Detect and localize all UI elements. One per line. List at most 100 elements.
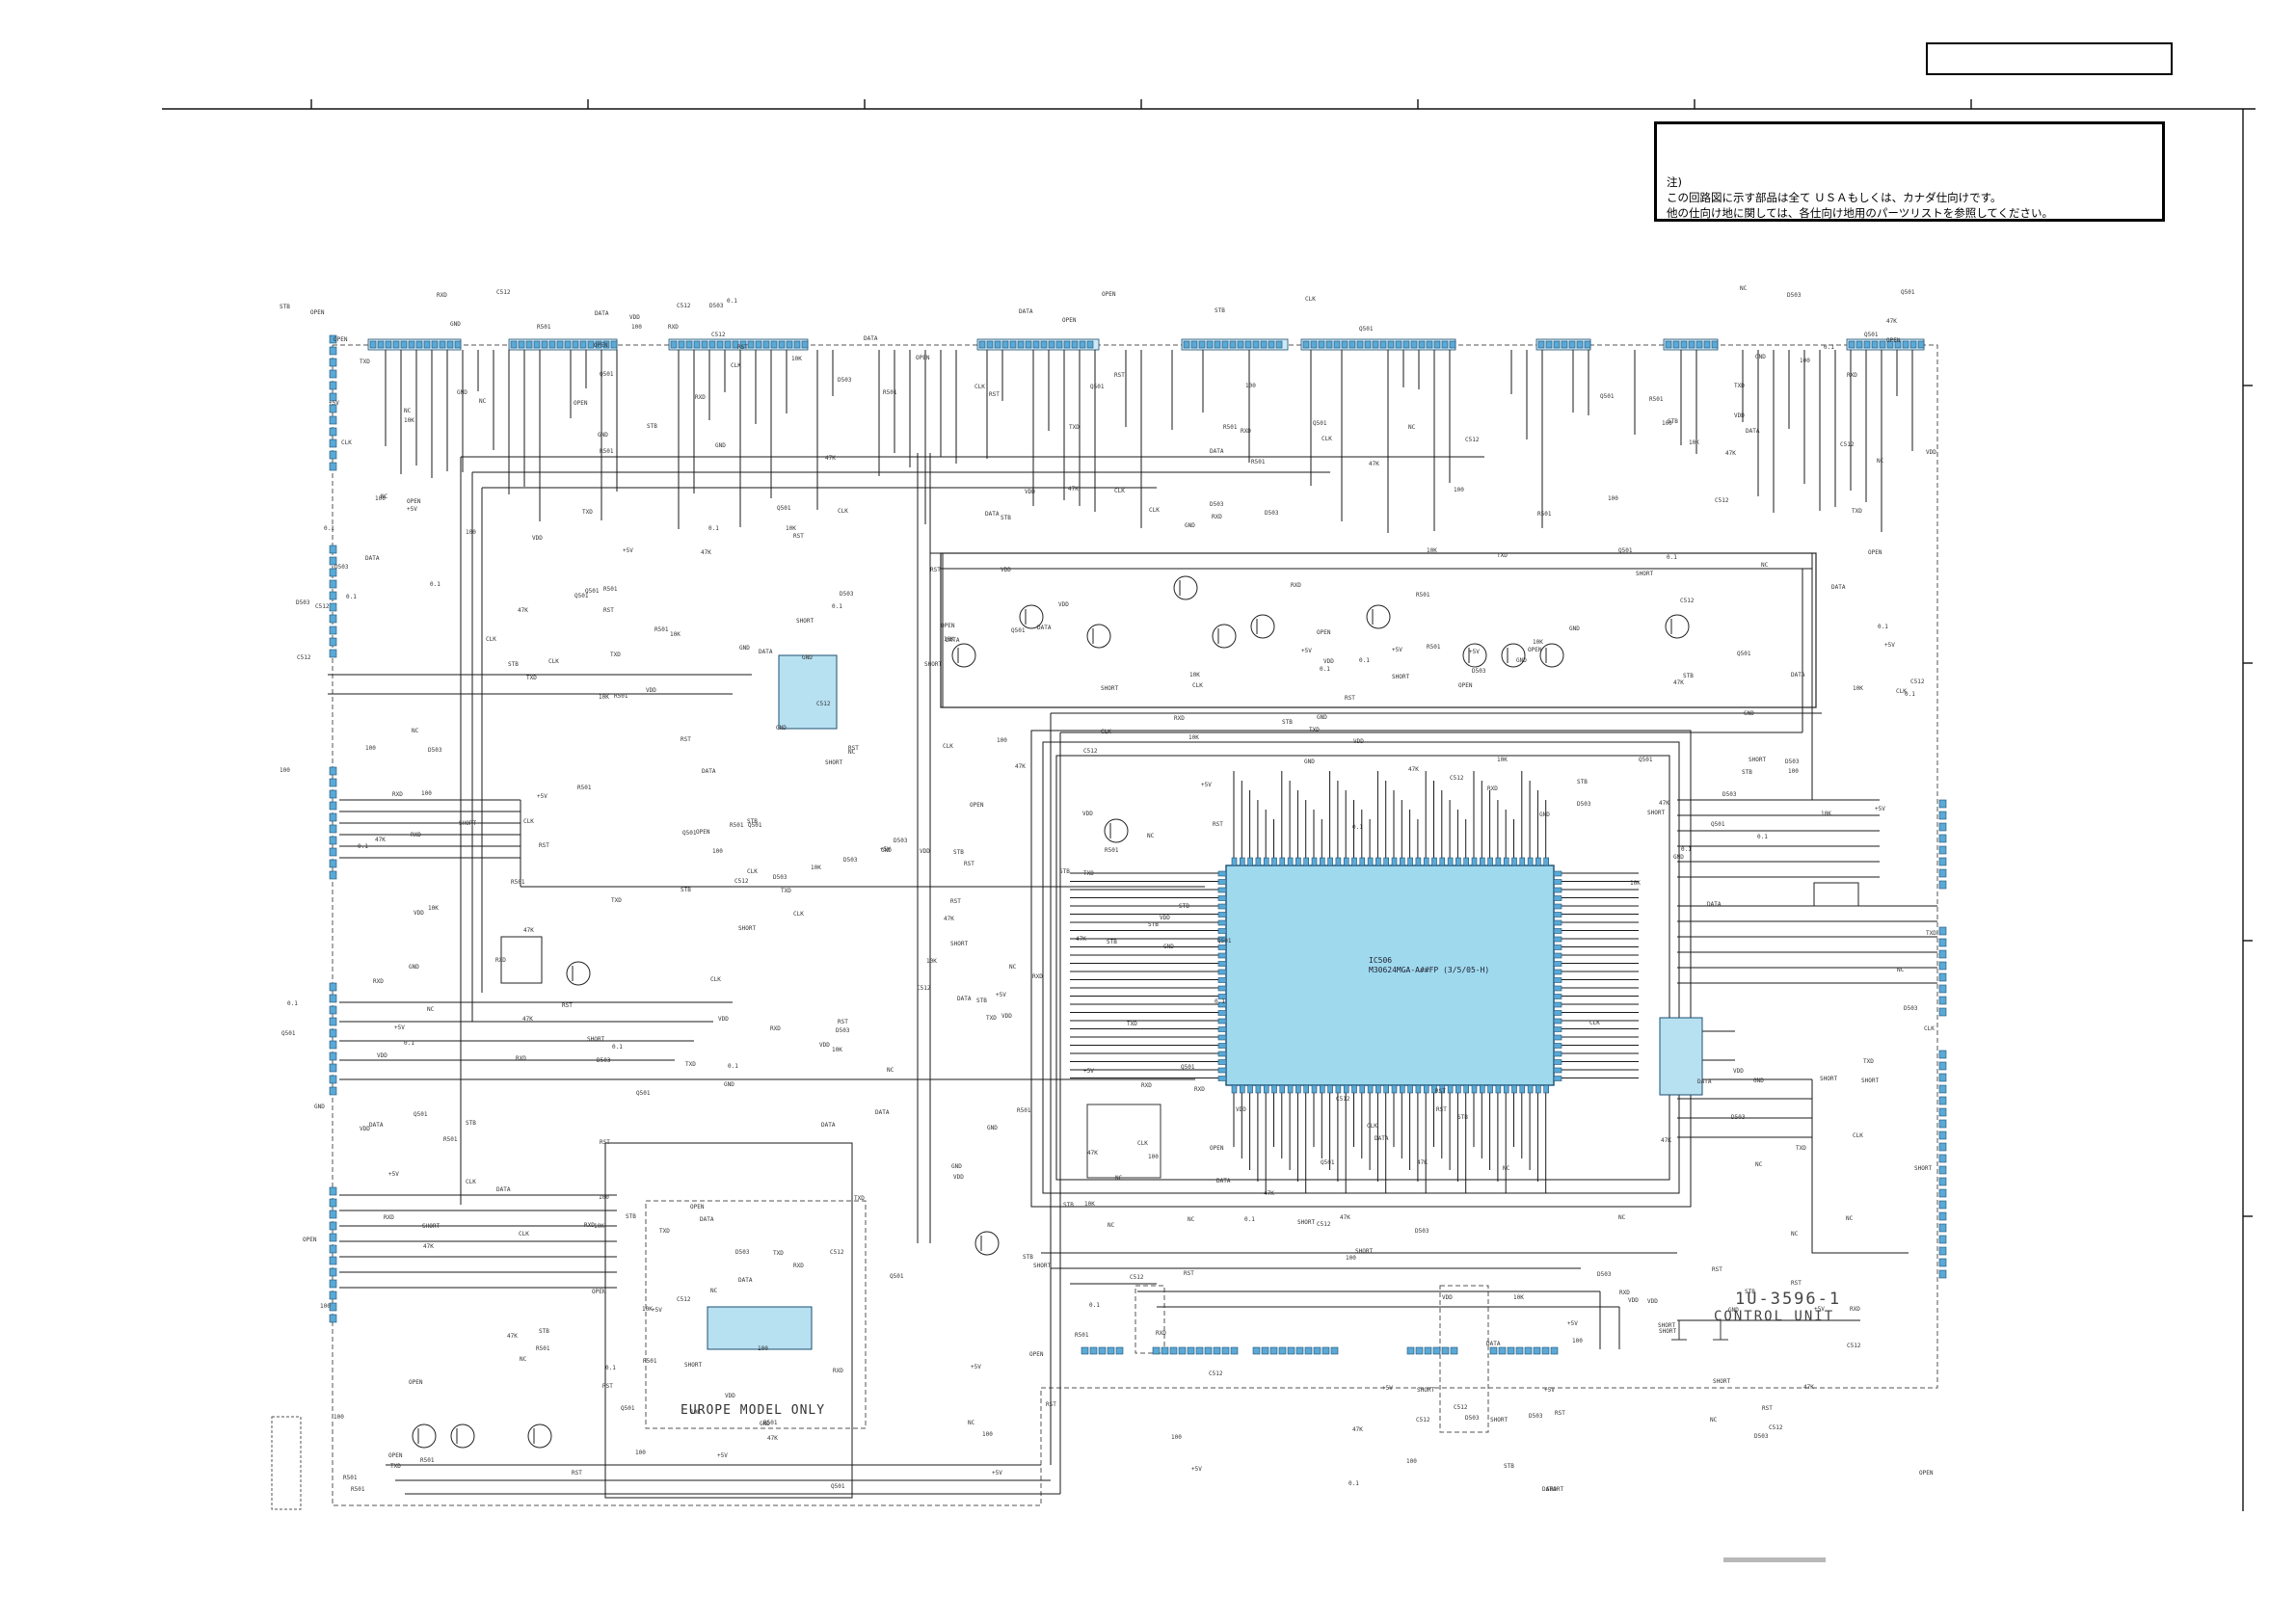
svg-text:NC: NC: [412, 728, 419, 734]
svg-text:C512: C512: [315, 603, 330, 610]
svg-text:47K: 47K: [1068, 486, 1079, 492]
svg-text:47K: 47K: [1087, 1150, 1098, 1157]
svg-text:TXD: TXD: [582, 509, 593, 516]
svg-text:100: 100: [997, 737, 1007, 744]
svg-text:RXD: RXD: [1241, 428, 1251, 435]
svg-text:10K: 10K: [791, 356, 802, 362]
svg-text:47K: 47K: [701, 549, 711, 556]
svg-text:NC: NC: [404, 408, 412, 414]
svg-text:CLK: CLK: [943, 743, 953, 750]
svg-text:NC: NC: [1740, 285, 1748, 292]
svg-text:VDD: VDD: [377, 1052, 387, 1059]
svg-text:SHORT: SHORT: [459, 820, 476, 827]
svg-text:CLK: CLK: [519, 1231, 529, 1237]
svg-text:VDD: VDD: [1025, 489, 1035, 495]
bottom-connector-pins: [1081, 1347, 1558, 1354]
svg-text:NC: NC: [1791, 1231, 1799, 1237]
svg-text:GND: GND: [457, 389, 467, 396]
svg-text:100: 100: [758, 1345, 768, 1352]
svg-text:CLK: CLK: [974, 384, 985, 390]
svg-text:DATA: DATA: [702, 768, 716, 775]
svg-text:R501: R501: [654, 626, 669, 633]
svg-text:NC: NC: [1503, 1165, 1510, 1172]
svg-text:10K: 10K: [944, 636, 954, 643]
svg-text:D503: D503: [840, 591, 854, 598]
svg-text:+5V: +5V: [1191, 1466, 1202, 1473]
svg-text:D503: D503: [843, 857, 858, 864]
svg-text:D503: D503: [1904, 1005, 1918, 1012]
svg-text:TXD: TXD: [610, 652, 621, 658]
svg-text:OPEN: OPEN: [916, 355, 930, 361]
svg-text:R501: R501: [1105, 847, 1119, 854]
svg-text:RXD: RXD: [1174, 715, 1185, 722]
svg-text:STB: STB: [1063, 1202, 1074, 1209]
svg-text:OPEN: OPEN: [1919, 1470, 1934, 1477]
svg-text:SHORT: SHORT: [1392, 674, 1409, 680]
svg-text:100: 100: [1346, 1255, 1356, 1262]
svg-text:0.1: 0.1: [1757, 834, 1768, 840]
svg-text:RST: RST: [793, 533, 804, 540]
svg-text:VDD: VDD: [1734, 412, 1745, 419]
svg-text:SHORT: SHORT: [1297, 1219, 1315, 1226]
svg-text:TXD: TXD: [773, 1250, 784, 1257]
svg-text:0.1: 0.1: [324, 525, 334, 532]
svg-text:+5V: +5V: [1567, 1320, 1578, 1327]
svg-text:C512: C512: [1465, 437, 1480, 443]
svg-text:SHORT: SHORT: [924, 661, 942, 668]
svg-text:0.1: 0.1: [832, 603, 842, 610]
ic-eeprom: [1660, 1018, 1702, 1095]
svg-text:10K: 10K: [1084, 1201, 1095, 1208]
ic-reset: [501, 937, 542, 983]
svg-text:R501: R501: [730, 822, 744, 829]
svg-text:SHORT: SHORT: [1914, 1165, 1932, 1172]
svg-text:NC: NC: [381, 493, 388, 500]
svg-text:DATA: DATA: [1210, 448, 1224, 455]
svg-text:SHORT: SHORT: [825, 759, 842, 766]
svg-text:STB: STB: [1148, 921, 1159, 928]
svg-text:0.1: 0.1: [1215, 998, 1225, 1005]
svg-text:DATA: DATA: [1831, 584, 1846, 591]
svg-text:100: 100: [1800, 358, 1810, 364]
svg-text:DATA: DATA: [985, 511, 1000, 518]
title-block: 1U-3596-1 CONTROL UNIT: [1735, 1290, 1947, 1324]
svg-text:CLK: CLK: [1101, 729, 1111, 735]
svg-text:D503: D503: [296, 599, 310, 606]
svg-text:C512: C512: [711, 332, 726, 338]
drawing-number-box: [1926, 42, 2173, 75]
unit-name: CONTROL UNIT: [1714, 1309, 1947, 1324]
svg-text:R501: R501: [1416, 592, 1430, 599]
svg-text:RXD: RXD: [1141, 1082, 1152, 1089]
svg-text:47K: 47K: [423, 1243, 434, 1250]
svg-text:OPEN: OPEN: [941, 623, 955, 629]
svg-text:C512: C512: [1317, 1221, 1331, 1228]
svg-text:R501: R501: [643, 1358, 657, 1365]
svg-text:C512: C512: [677, 303, 691, 309]
svg-text:R501: R501: [351, 1486, 365, 1493]
svg-text:Q501: Q501: [682, 830, 697, 837]
svg-text:SHORT: SHORT: [796, 618, 814, 625]
notice-box: 注) この回路図に示す部品は全て ＵＳＡもしくは、カナダ仕向けです。 他の仕向け…: [1654, 121, 2165, 222]
svg-text:C512: C512: [1083, 748, 1098, 755]
svg-text:OPEN: OPEN: [1886, 337, 1901, 344]
svg-text:+5V: +5V: [537, 793, 547, 800]
notice-line-3: 他の仕向け地に関しては、各仕向け地用のパーツリストを参照してください。: [1667, 205, 2154, 221]
svg-text:100: 100: [1245, 383, 1256, 389]
ic-buffer: [779, 655, 837, 729]
svg-text:OPEN: OPEN: [1458, 682, 1473, 689]
svg-text:VDD: VDD: [1442, 1294, 1453, 1301]
svg-text:C512: C512: [1769, 1424, 1783, 1431]
main-ic-part: M30624MGA-A##FP (3/5/05-H): [1369, 966, 1489, 974]
svg-text:Q501: Q501: [1600, 393, 1615, 400]
svg-text:+5V: +5V: [992, 1470, 1002, 1477]
svg-text:+5V: +5V: [1083, 1068, 1094, 1075]
svg-text:CLK: CLK: [486, 636, 496, 643]
svg-text:RST: RST: [964, 861, 974, 867]
svg-text:DATA: DATA: [595, 310, 609, 317]
svg-text:SHORT: SHORT: [1355, 1248, 1373, 1255]
driver-block: [941, 553, 1816, 707]
svg-text:47K: 47K: [825, 455, 836, 462]
svg-text:100: 100: [421, 790, 432, 797]
svg-text:RST: RST: [603, 607, 614, 614]
svg-text:TXD: TXD: [659, 1228, 670, 1235]
svg-text:0.1: 0.1: [612, 1044, 623, 1051]
